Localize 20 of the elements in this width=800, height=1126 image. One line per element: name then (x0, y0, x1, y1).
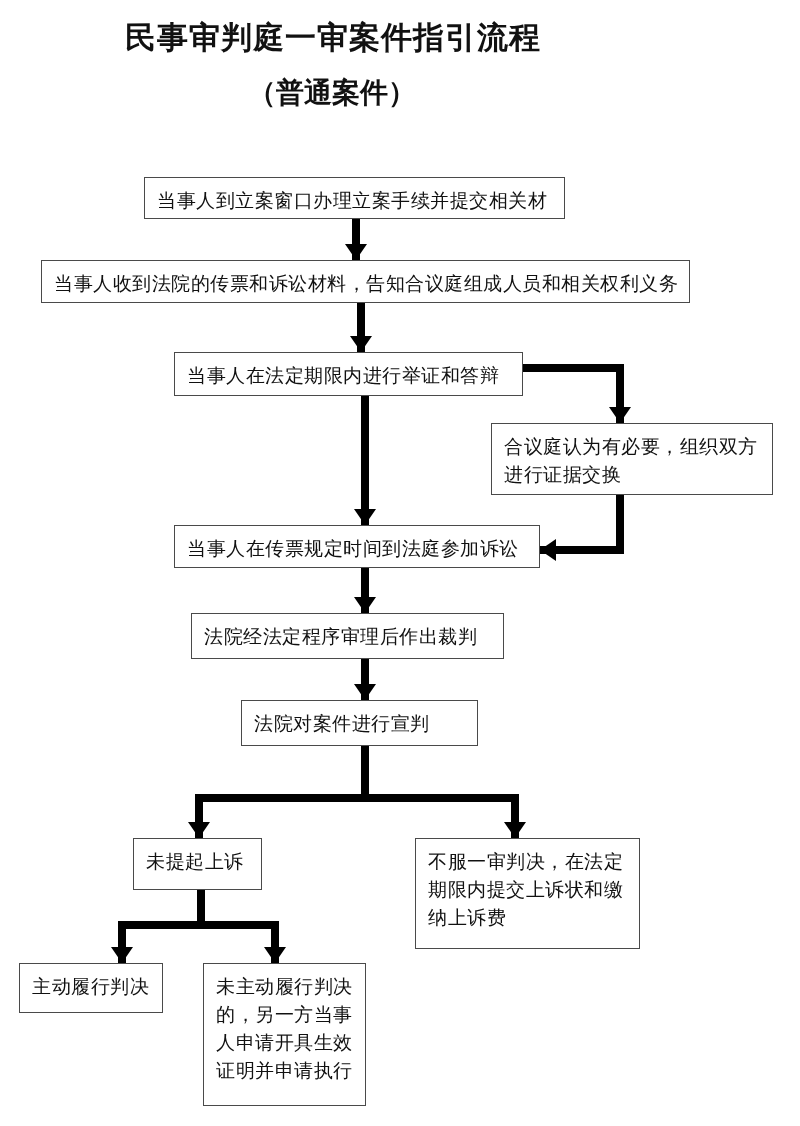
subtitle-text: （普通案件） (248, 75, 416, 111)
process-box: 未提起上诉 (133, 838, 262, 890)
process-box: 当事人收到法院的传票和诉讼材料，告知合议庭组成人员和相关权利义务 (41, 260, 690, 303)
process-box: 法院经法定程序审理后作出裁判 (191, 613, 504, 659)
process-box: 主动履行判决 (19, 963, 163, 1013)
flow-arrow (350, 303, 372, 352)
process-box: 法院对案件进行宣判 (241, 700, 478, 746)
process-box: 合议庭认为有必要，组织双方进行证据交换 (491, 423, 773, 495)
flow-arrow (354, 396, 376, 525)
process-box: 当事人在法定期限内进行举证和答辩 (174, 352, 523, 396)
flow-arrow (345, 219, 367, 260)
diagram-title: 民事审判庭一审案件指引流程 (125, 18, 541, 57)
process-box: 当事人到立案窗口办理立案手续并提交相关材 (144, 177, 565, 219)
flow-arrow (540, 495, 624, 561)
process-box: 不服一审判决，在法定期限内提交上诉状和缴纳上诉费 (415, 838, 640, 949)
process-box: 当事人在传票规定时间到法庭参加诉讼 (174, 525, 540, 568)
flow-arrow (354, 568, 376, 613)
flow-arrow (523, 364, 631, 423)
flow-arrow (354, 659, 376, 700)
process-box: 未主动履行判决的，另一方当事人申请开具生效证明并申请执行 (203, 963, 366, 1106)
